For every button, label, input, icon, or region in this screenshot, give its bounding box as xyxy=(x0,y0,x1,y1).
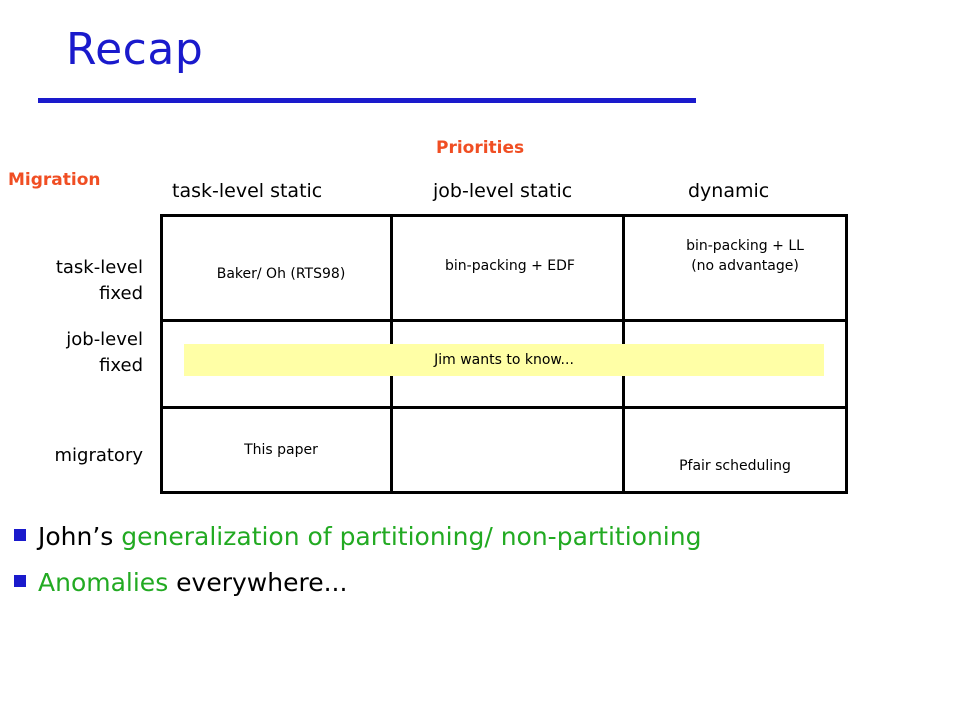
cell-line: (no advantage) xyxy=(691,258,799,274)
row-header-line: fixed xyxy=(99,283,143,304)
cell-baker-oh: Baker/ Oh (RTS98) xyxy=(216,266,346,282)
bullet-text: everywhere... xyxy=(168,568,348,597)
jim-wants-to-know-banner: Jim wants to know... xyxy=(184,344,824,376)
row-header-line: task-level xyxy=(55,257,143,278)
grid-line xyxy=(845,214,848,494)
grid-line xyxy=(160,406,848,409)
row-header-line: migratory xyxy=(54,445,143,466)
cell-bin-packing-ll: bin-packing + LL (no advantage) xyxy=(640,236,850,276)
bullet-highlight: generalization of partitioning/ non-part… xyxy=(121,522,702,551)
cell-pfair-scheduling: Pfair scheduling xyxy=(679,458,791,474)
column-header-task-level-static: task-level static xyxy=(172,180,323,202)
grid-line xyxy=(160,214,848,217)
bullet-item: John’s generalization of partitioning/ n… xyxy=(14,522,701,551)
cell-bin-packing-edf: bin-packing + EDF xyxy=(445,258,575,274)
migration-label: Migration xyxy=(8,170,101,190)
cell-line: bin-packing + LL xyxy=(686,238,804,254)
row-header-line: fixed xyxy=(99,355,143,376)
square-bullet-icon xyxy=(14,575,26,587)
row-header-migratory: migratory xyxy=(13,443,143,469)
grid-line xyxy=(160,319,848,322)
row-header-job-level-fixed: job-level fixed xyxy=(13,327,143,379)
column-header-dynamic: dynamic xyxy=(688,180,770,202)
cell-this-paper: This paper xyxy=(244,442,318,458)
bullet-highlight: Anomalies xyxy=(38,568,169,597)
row-header-line: job-level xyxy=(66,329,143,350)
grid-line xyxy=(160,491,848,494)
priorities-label: Priorities xyxy=(436,138,525,158)
bullet-item: Anomalies everywhere... xyxy=(14,568,347,597)
bullet-text: John’s xyxy=(38,522,122,551)
column-header-job-level-static: job-level static xyxy=(433,180,573,202)
row-header-task-level-fixed: task-level fixed xyxy=(13,255,143,307)
slide-title: Recap xyxy=(66,24,204,75)
square-bullet-icon xyxy=(14,529,26,541)
grid-line xyxy=(160,214,163,494)
title-underline xyxy=(38,98,696,103)
